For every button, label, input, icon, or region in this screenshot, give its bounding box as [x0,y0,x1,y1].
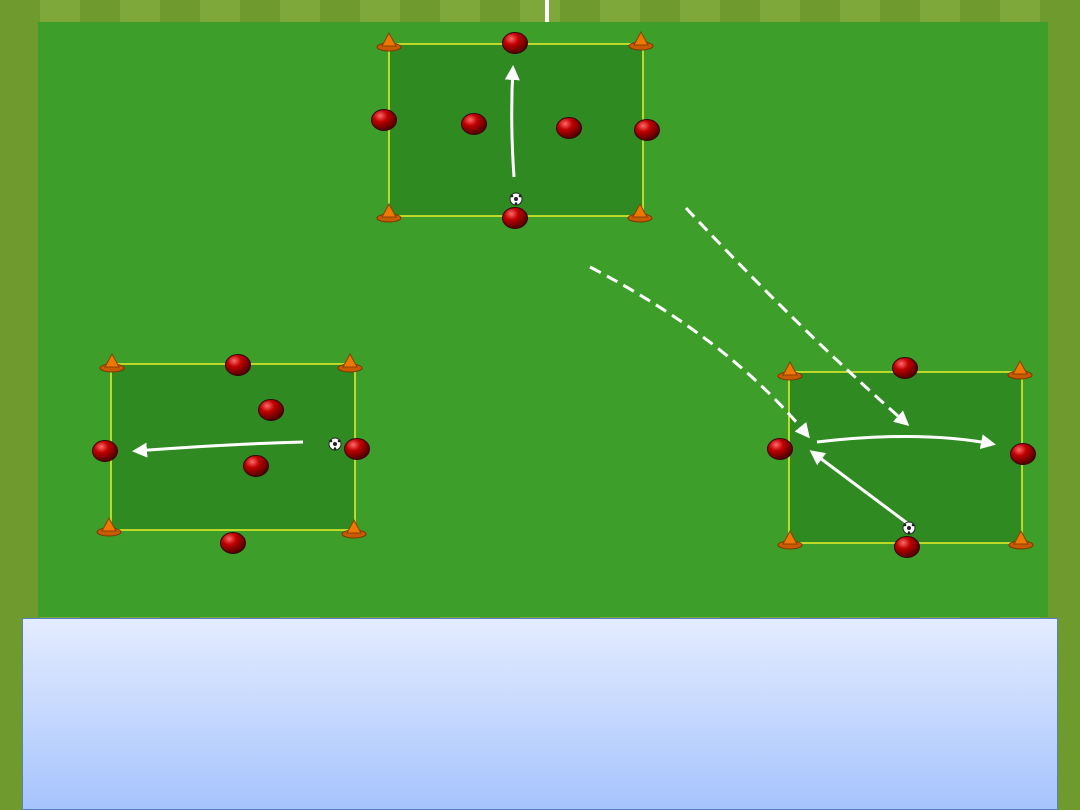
run-arrow [589,265,810,439]
player-marker-icon [92,440,118,462]
pass-arrow [504,65,520,178]
cone-icon [341,518,367,539]
grid-area [388,43,644,217]
grid-area [110,363,356,531]
player-marker-icon [258,399,284,421]
cone-icon [777,360,803,381]
player-marker-icon [892,357,918,379]
player-marker-icon [344,438,370,460]
player-marker-icon [556,117,582,139]
pass-arrow [132,440,304,458]
cone-icon [777,529,803,550]
grid-area [788,371,1023,544]
cone-icon [96,516,122,537]
player-marker-icon [225,354,251,376]
cone-icon [628,30,654,51]
player-marker-icon [1010,443,1036,465]
player-marker-icon [461,113,487,135]
player-marker-icon [767,438,793,460]
cone-icon [376,31,402,52]
soccer-ball-icon [509,192,523,206]
player-marker-icon [243,455,269,477]
player-marker-icon [894,536,920,558]
player-marker-icon [634,119,660,141]
pass-arrow [816,434,996,450]
pass-arrow [809,450,908,525]
halfway-line [545,0,549,22]
player-marker-icon [502,32,528,54]
player-marker-icon [371,109,397,131]
notes-panel [22,618,1058,810]
cone-icon [376,202,402,223]
cone-icon [1007,359,1033,380]
cone-icon [337,352,363,373]
soccer-ball-icon [328,437,342,451]
player-marker-icon [502,207,528,229]
player-marker-icon [220,532,246,554]
run-arrow [684,206,910,426]
cone-icon [99,352,125,373]
cone-icon [627,202,653,223]
soccer-ball-icon [902,521,916,535]
cone-icon [1008,529,1034,550]
